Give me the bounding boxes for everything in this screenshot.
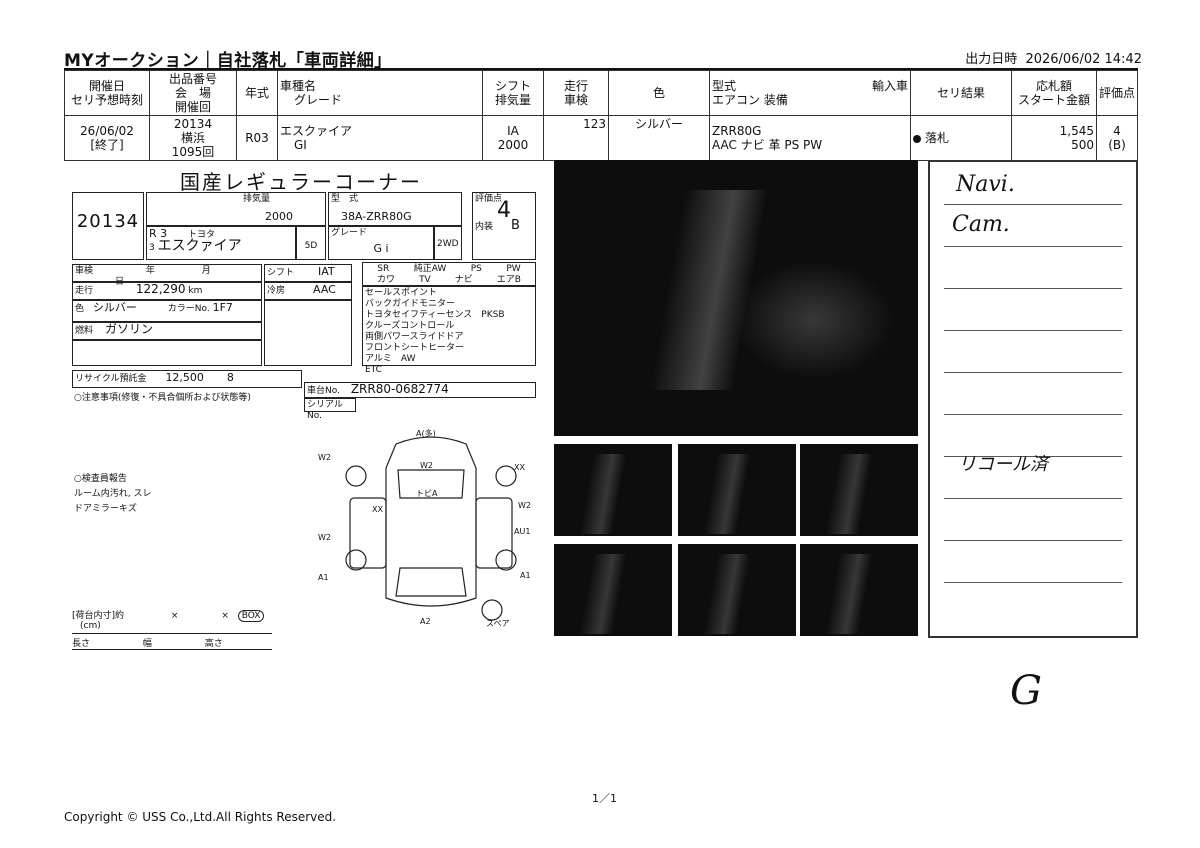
thumb-photo-6[interactable] xyxy=(800,544,918,636)
result-dot-icon xyxy=(913,134,921,143)
car-name-cell: R 3 トヨタ 3 エスクァイア xyxy=(146,226,296,260)
signature: G xyxy=(1010,668,1042,714)
notes-box-left xyxy=(264,300,352,366)
svg-text:W2: W2 xyxy=(420,461,433,470)
grade-cell: グレード G i xyxy=(328,226,434,260)
corner-title: 国産レギュラーコーナー xyxy=(180,170,422,194)
mileage-cell: 走行 122,290 km xyxy=(72,282,262,300)
handwriting-navi: Navi. xyxy=(956,172,1015,197)
main-car-photo[interactable] xyxy=(554,160,918,436)
type-cell: 型 式 38A-ZRR80G xyxy=(328,192,462,226)
svg-text:W2: W2 xyxy=(518,501,531,510)
fuel-cell: 燃料ガソリン xyxy=(72,322,262,340)
cargo-dimensions: [荷台内寸]約 × × BOX (cm) 長さ 幅 高さ xyxy=(72,608,272,650)
output-datetime: 出力日時 2026/06/02 14:42 xyxy=(965,52,1142,67)
inspection-sheet: 国産レギュラーコーナー 20134 排気量 2000 型 式 38A-ZRR80… xyxy=(68,160,540,650)
copyright: Copyright © USS Co.,Ltd.All Rights Reser… xyxy=(64,810,337,824)
car-damage-diagram: A(多) W2 W2 XX トビA XX W2 AU1 W2 A1 A1 A2 … xyxy=(318,428,531,628)
svg-text:W2: W2 xyxy=(318,453,331,462)
svg-text:XX: XX xyxy=(372,505,383,514)
thumb-photo-5[interactable] xyxy=(678,544,796,636)
displacement-cell: 排気量 2000 xyxy=(146,192,326,226)
lot-box: 20134 xyxy=(72,192,144,260)
chassis-cell: 車台No. ZRR80-0682774 xyxy=(304,382,536,398)
thumb-photo-4[interactable] xyxy=(554,544,672,636)
title-rule xyxy=(64,68,1138,70)
page-number: 1／1 xyxy=(592,792,617,805)
handwriting-cam: Cam. xyxy=(952,212,1010,237)
blank-cell xyxy=(72,340,262,366)
svg-text:AU1: AU1 xyxy=(514,527,530,536)
svg-text:トビA: トビA xyxy=(416,489,438,498)
sales-points-cell: セールスポイント バックガイドモニター トヨタセイフティーセンス PKSB クル… xyxy=(362,286,536,375)
page-title: MYオークション｜自社落札「車両詳細」 xyxy=(64,51,392,71)
svg-text:スペア: スペア xyxy=(486,619,509,628)
svg-text:A1: A1 xyxy=(520,571,531,580)
damage-report: ○検査員報告 ルーム内汚れ, スレ ドアミラーキズ xyxy=(74,474,152,514)
vehicle-summary-table: 開催日セリ予想時刻 出品番号会 場開催回 年式 車種名グレード シフト排気量 走… xyxy=(64,70,1138,161)
handwriting-recall: リコール済 xyxy=(958,454,1048,475)
thumb-photo-3[interactable] xyxy=(800,444,918,536)
svg-text:XX: XX xyxy=(514,463,525,472)
svg-text:W2: W2 xyxy=(318,533,331,542)
handwritten-notes-panel: Navi. Cam. リコール済 xyxy=(928,160,1138,638)
inspection-cell: 車検 年 月 日 xyxy=(72,264,262,287)
color-cell: 色 シルバー カラーNo. 1F7 xyxy=(72,300,262,322)
table-header-row: 開催日セリ予想時刻 出品番号会 場開催回 年式 車種名グレード シフト排気量 走… xyxy=(64,70,1138,116)
notes-title: ○注意事項(修復・不具合個所および状態等) xyxy=(74,393,251,403)
svg-text:A2: A2 xyxy=(420,617,431,626)
diagram-top-label: A(多) xyxy=(416,428,436,438)
svg-text:A1: A1 xyxy=(318,573,329,582)
thumb-photo-1[interactable] xyxy=(554,444,672,536)
recycle-cell: リサイクル預託金 12,500 8 xyxy=(72,370,302,388)
thumb-photo-2[interactable] xyxy=(678,444,796,536)
